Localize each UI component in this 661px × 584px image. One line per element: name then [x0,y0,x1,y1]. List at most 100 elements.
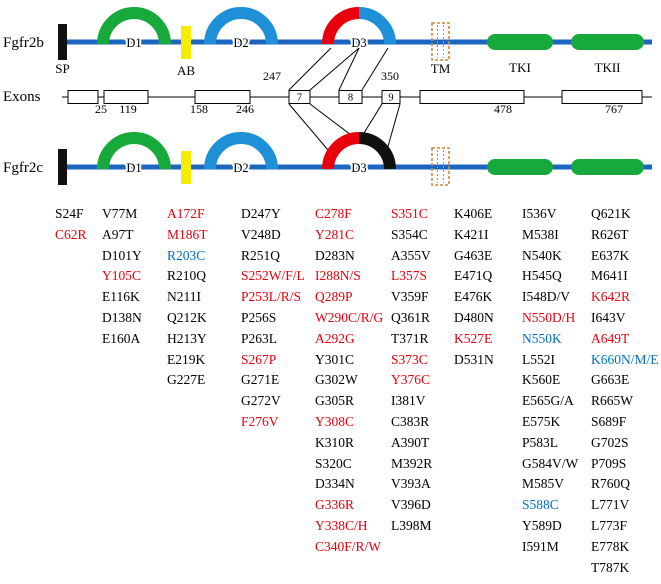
mutation-entry: S320C [315,455,352,471]
mutation-entry: D480N [454,309,494,325]
mutation-entry: Y308C [315,413,355,429]
acid-box-c [181,151,191,184]
d3-domain-arch-b-blue-half [358,7,396,45]
mutation-entry: K310R [315,434,355,450]
mutation-entry: G663E [591,372,630,388]
mutation-entry: G305R [315,393,355,409]
tkii-domain-c [571,159,644,175]
tm-label: TM [431,61,451,76]
fgfr2b-label: Fgfr2b [3,35,44,51]
mutation-entry: T787K [591,559,630,575]
mutation-entry: G302W [315,372,358,388]
mutation-entry: L771V [591,497,630,513]
splice-connector-line [288,47,332,91]
tkii-domain-b [571,34,644,50]
mutation-entry: I643V [591,309,626,325]
residue-25-label: 25 [95,102,107,116]
mutation-entry: E160A [102,330,141,346]
tkii-label: TKII [595,60,621,75]
mutation-entry: E116K [102,289,140,305]
mutation-entry: C383R [391,413,430,429]
exon-box [194,90,251,104]
d2-label-c: D2 [233,161,248,175]
mutation-entry: S588C [522,497,559,513]
mutation-entry: G227E [167,372,206,388]
sp-label: SP [55,61,69,76]
exon7-number: 7 [297,93,302,104]
d3-domain-arch-b-red-half [322,7,360,45]
mutation-entry: S252W/F/L [241,268,305,284]
mutation-entry: V77M [102,206,138,221]
mutation-entry: R251Q [241,247,281,263]
mutation-entry: I536V [522,206,557,221]
mutation-entry: Q361R [391,309,431,325]
mutation-entry: G702S [591,434,629,450]
mutation-entry: C340F/R/W [315,538,382,554]
fgfr2-domain-diagram: Fgfr2b SP D1 AB D2 D3 TM TKI TKII Exons [3,7,652,186]
mutation-entry: A292G [315,330,355,346]
d1-domain-arch-b [97,7,171,45]
mutation-entry: L398M [391,517,432,533]
mutation-entry: G271E [241,372,280,388]
mutation-entry: Y338C/H [315,517,368,533]
mutation-entry: R210Q [167,268,207,284]
mutation-entry: P263L [241,330,278,346]
mutation-entry: E575K [522,413,561,429]
tm-domain-box-c [431,147,450,186]
exon9-number: 9 [388,93,393,104]
residue-158-label: 158 [190,102,208,116]
mutation-entry: S267P [241,351,277,367]
mutation-entry: Q289P [315,289,353,305]
residue-350-label: 350 [381,69,399,83]
mutation-entry: K660N/M/E [591,351,659,367]
mutation-entry: K560E [522,372,561,388]
mutation-entry: L357S [391,268,428,284]
mutation-entry: P583L [522,434,559,450]
mutation-entry: G272V [241,393,281,409]
mutation-entry: I288N/S [315,268,361,284]
mutation-entry: T371R [391,330,429,346]
splice-connector-line [288,103,335,158]
mutation-entry: G463E [454,247,493,263]
mutation-entry: A390T [391,434,430,450]
d1-label-b: D1 [126,36,141,50]
splice-connector-line [361,47,389,91]
mutation-entry: I548D/V [522,289,570,305]
residue-246-label: 246 [236,102,254,116]
d3-label-c: D3 [351,161,366,175]
tki-domain-c [487,159,553,175]
mutation-entry: A649T [591,330,630,346]
mutation-entry: H213Y [167,330,207,346]
mutation-entry: G584V/W [522,455,579,471]
mutation-entry: N540K [522,247,562,263]
exon8-box [338,90,363,104]
exon-box [419,90,525,104]
mutation-entry: N550D/H [522,309,576,325]
splice-connector-line [338,47,360,91]
mutation-entry: D101Y [102,247,142,263]
exon-box [103,90,149,104]
tki-label: TKI [509,60,531,75]
mutation-entry: Y105C [102,268,142,284]
mutation-entry: E471Q [454,268,493,284]
mutation-entry: V393A [391,476,431,492]
mutation-entry: Q621K [591,206,631,221]
mutation-entry: S689F [591,413,627,429]
exon-box [561,90,643,104]
mutation-entry: A172F [167,206,205,221]
mutation-entry: D531N [454,351,494,367]
mutation-entry: P253L/R/S [241,289,302,305]
mutation-entry: N550K [522,330,562,346]
tki-domain-b [487,34,553,50]
d1-domain-arch-c [97,132,171,170]
exon9-box [381,90,401,104]
d3-domain-arch-c-red-half [322,132,360,170]
residue-247-label: 247 [263,69,281,83]
exons-label: Exons [3,89,41,105]
tm-domain-box-b [431,22,450,61]
